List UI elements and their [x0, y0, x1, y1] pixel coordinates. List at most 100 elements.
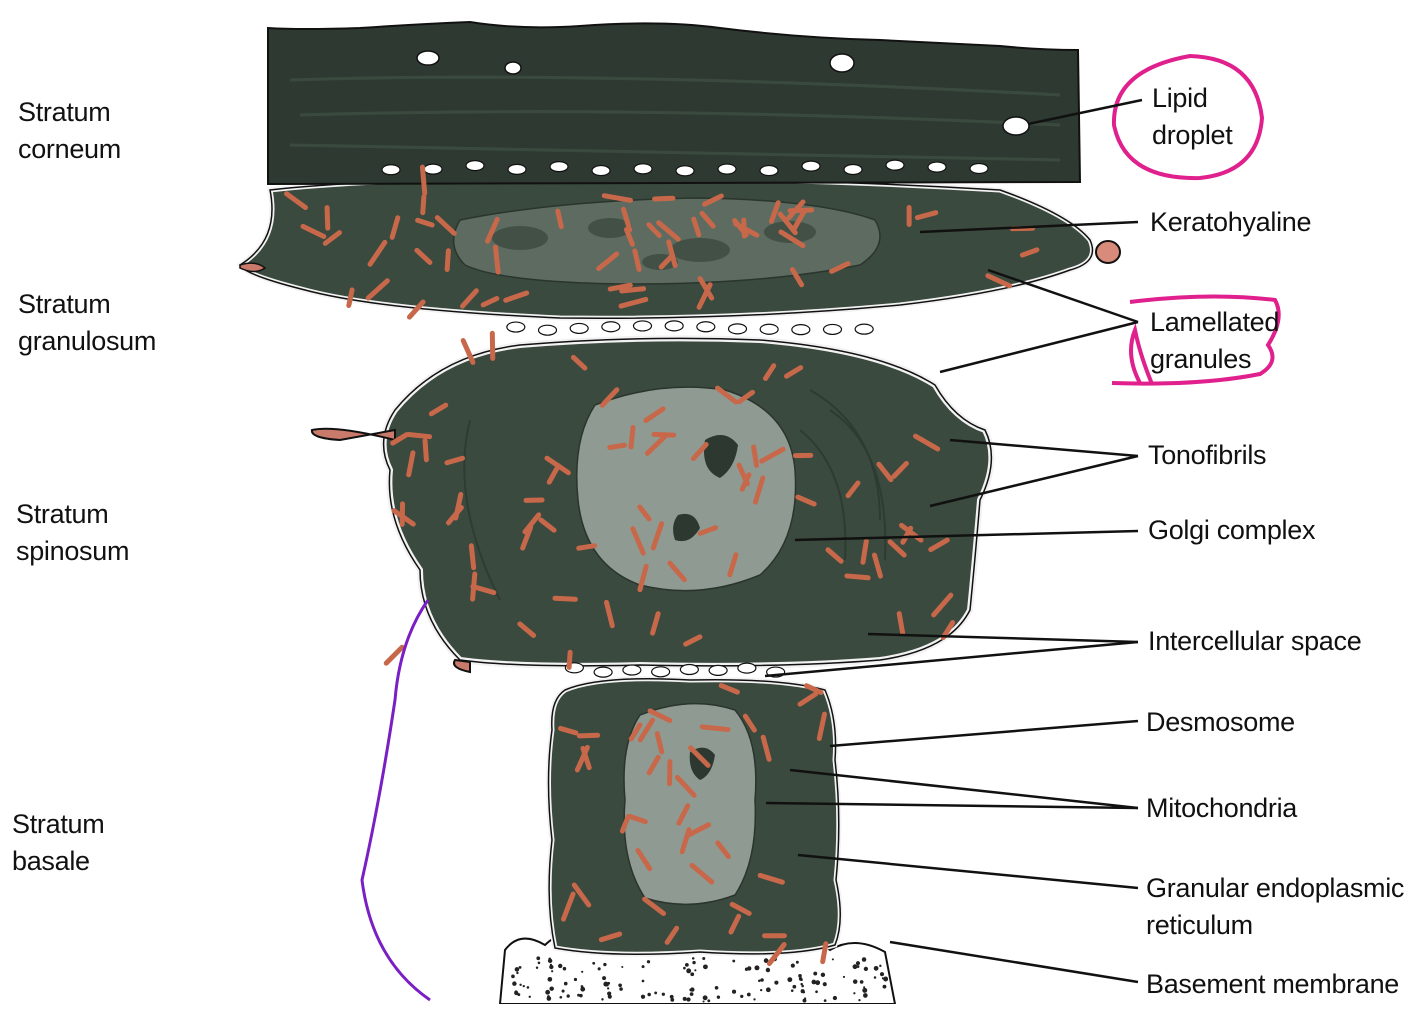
label-basement-membrane: Basement membrane — [1146, 966, 1399, 1003]
intercellular-gap — [466, 161, 484, 171]
granule-rod — [577, 733, 600, 739]
connective-tissue-speck — [694, 969, 696, 971]
connective-tissue-speck — [833, 996, 837, 1000]
granule-rod — [907, 205, 912, 227]
connective-tissue-speck — [686, 998, 689, 1001]
intercellular-gap — [424, 164, 442, 174]
connective-tissue-speck — [747, 966, 751, 970]
connective-tissue-speck — [579, 994, 583, 998]
label-line: droplet — [1152, 117, 1232, 154]
connective-tissue-speck — [883, 977, 888, 982]
intercellular-gap — [855, 324, 873, 334]
connective-tissue-speck — [791, 989, 794, 992]
label-lipid-droplet: Lipid droplet — [1152, 80, 1232, 154]
connective-tissue-speck — [607, 987, 609, 989]
connective-tissue-speck — [607, 982, 610, 985]
connective-tissue-speck — [883, 985, 887, 989]
label-line: Basement membrane — [1146, 966, 1399, 1003]
connective-tissue-speck — [549, 965, 553, 969]
connective-tissue-speck — [690, 987, 694, 991]
label-line: granulosum — [18, 323, 156, 360]
label-line: Stratum — [12, 806, 104, 843]
connective-tissue-speck — [647, 993, 651, 997]
intercellular-gap — [539, 325, 557, 335]
label-line: basale — [12, 843, 104, 880]
connective-tissue-speck — [717, 995, 720, 998]
label-line: Lipid — [1152, 80, 1232, 117]
intercellular-gap — [665, 321, 683, 331]
connective-tissue-speck — [559, 996, 562, 999]
connective-tissue-speck — [670, 998, 674, 1002]
connective-tissue-speck — [621, 966, 623, 968]
connective-tissue-speck — [619, 987, 623, 991]
connective-tissue-speck — [880, 972, 884, 976]
label-line: Lamellated — [1150, 304, 1279, 341]
corneum-layer — [268, 22, 1080, 184]
connective-tissue-speck — [511, 975, 515, 979]
intercellular-gap — [718, 164, 736, 174]
connective-tissue-speck — [598, 967, 601, 970]
label-keratohyaline: Keratohyaline — [1150, 204, 1311, 241]
connective-tissue-speck — [857, 965, 860, 968]
lipid-droplet-shape — [1003, 117, 1029, 135]
granule-rod — [762, 933, 787, 938]
connective-tissue-speck — [549, 986, 553, 990]
label-line: granules — [1150, 341, 1279, 378]
connective-tissue-speck — [519, 984, 521, 986]
granule-rod — [741, 217, 747, 238]
connective-tissue-speck — [618, 983, 622, 987]
connective-tissue-speck — [823, 982, 827, 986]
granule-rod — [793, 453, 813, 458]
connective-tissue-speck — [858, 999, 860, 1001]
connective-tissue-speck — [690, 972, 694, 976]
intercellular-gap — [634, 164, 652, 174]
connective-tissue-speck — [804, 997, 806, 999]
label-intercellular-space: Intercellular space — [1148, 623, 1361, 660]
connective-tissue-speck — [815, 990, 818, 993]
connective-tissue-speck — [703, 995, 708, 1000]
connective-tissue-speck — [882, 977, 884, 979]
connective-tissue-speck — [567, 994, 570, 997]
connective-tissue-speck — [602, 976, 606, 980]
connective-tissue-speck — [551, 970, 553, 972]
intercellular-gap — [760, 324, 778, 334]
intercellular-gap — [970, 163, 988, 173]
intercellular-gap — [602, 322, 620, 332]
granule-rod — [652, 196, 676, 202]
connective-tissue-speck — [821, 973, 825, 977]
connective-tissue-speck — [654, 992, 657, 995]
connective-tissue-speck — [824, 999, 827, 1002]
connective-tissue-speck — [798, 974, 802, 978]
connective-tissue-speck — [754, 965, 759, 970]
connective-tissue-speck — [813, 972, 817, 976]
intercellular-gap — [729, 324, 747, 334]
connective-tissue-speck — [853, 992, 855, 994]
connective-tissue-speck — [592, 962, 595, 965]
connective-tissue-speck — [686, 968, 691, 973]
intercellular-gap — [928, 162, 946, 172]
label-tonofibrils: Tonofibrils — [1148, 437, 1266, 474]
label-line: Desmosome — [1146, 704, 1295, 741]
connective-tissue-speck — [863, 993, 868, 998]
intercellular-gap — [676, 166, 694, 176]
connective-tissue-speck — [702, 957, 705, 960]
spinosum-to-basale-bracket — [362, 600, 430, 1000]
intercellular-gap — [844, 165, 862, 175]
connective-tissue-speck — [517, 993, 520, 996]
connective-tissue-speck — [796, 961, 799, 964]
connective-tissue-speck — [864, 967, 868, 971]
intercellular-gap — [594, 667, 612, 677]
intercellular-gap — [382, 165, 400, 175]
connective-tissue-speck — [642, 980, 645, 983]
connective-tissue-speck — [601, 998, 603, 1000]
connective-tissue-speck — [581, 985, 584, 988]
connective-tissue-speck — [527, 986, 530, 989]
intercellular-gap — [507, 322, 525, 332]
connective-tissue-speck — [519, 966, 522, 969]
connective-tissue-speck — [803, 991, 805, 993]
granule-rod — [490, 331, 496, 361]
connective-tissue-speck — [874, 976, 877, 979]
connective-tissue-speck — [662, 993, 665, 996]
connective-tissue-speck — [692, 957, 695, 960]
